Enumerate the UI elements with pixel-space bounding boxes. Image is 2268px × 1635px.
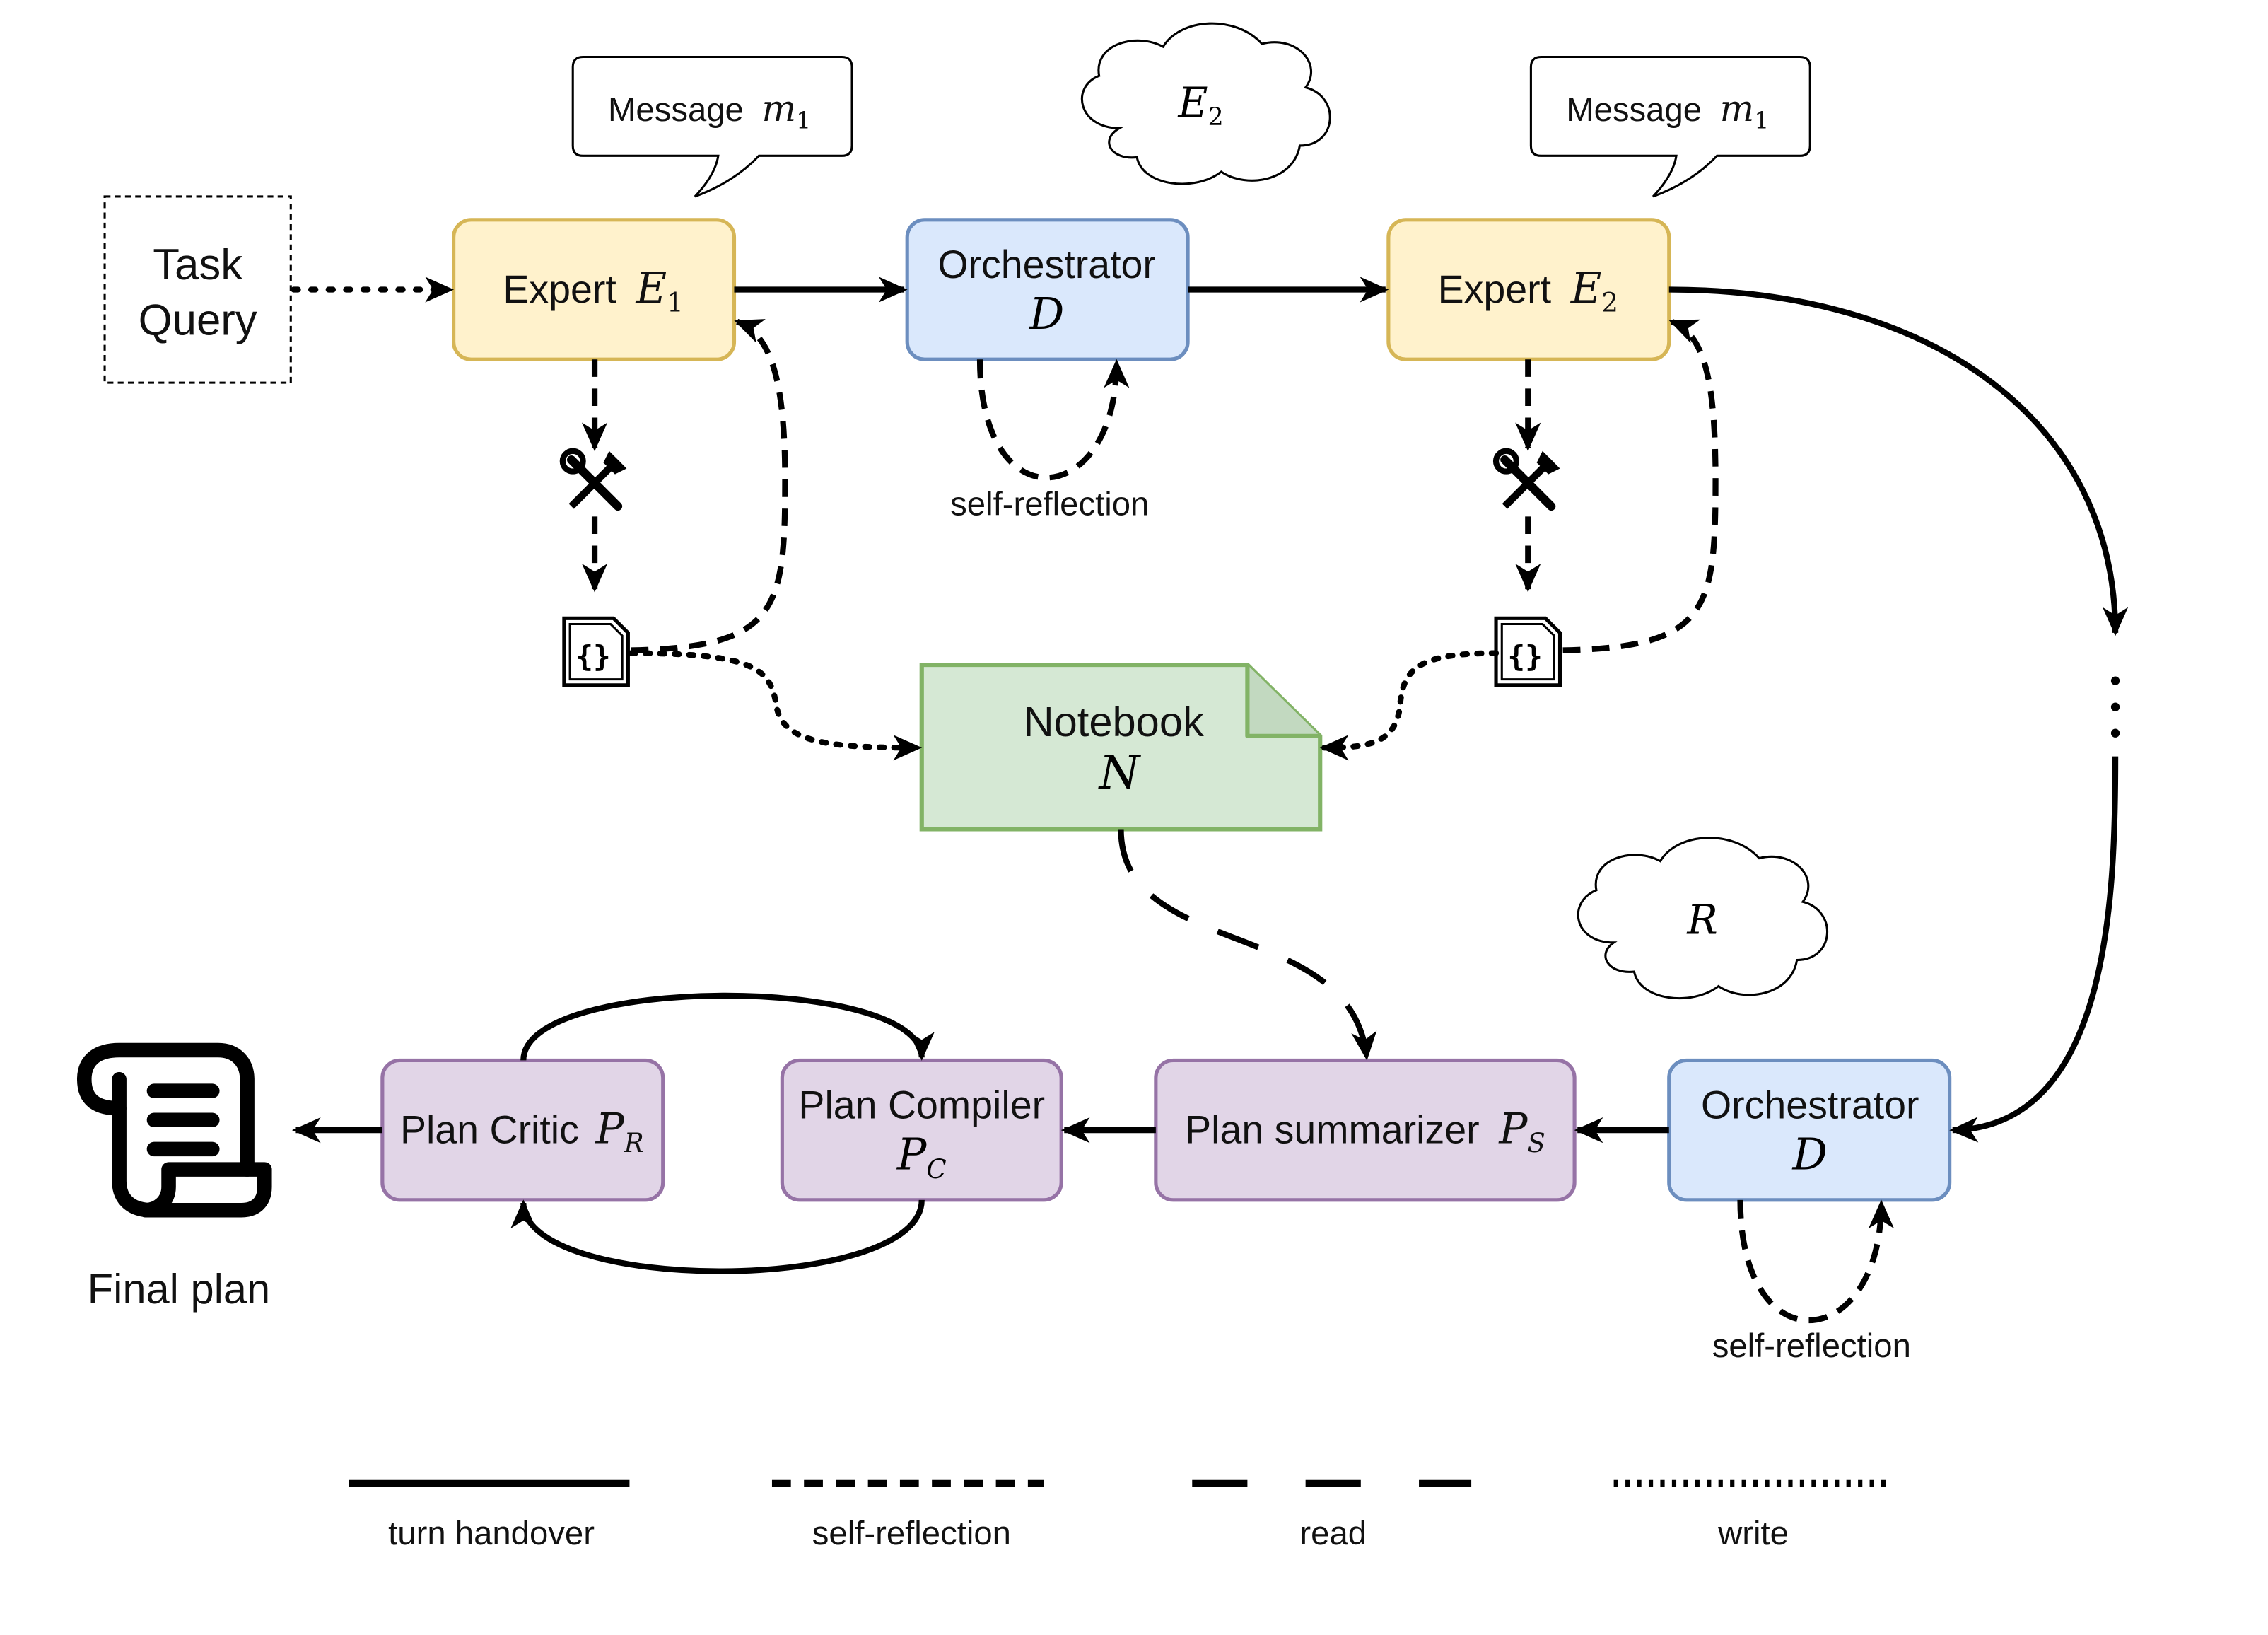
expert-e1-prefix: Expert [503,267,616,311]
message-1-prefix: Message [608,91,744,129]
notebook-var: N [1098,745,1142,800]
cloud-r: R [1577,837,1828,1000]
legend-label-turn-handover: turn handover [388,1515,595,1552]
plan-compiler-box: Plan Compiler PC [780,1058,1063,1202]
task-query-line1: Task [153,240,242,289]
notebook-title: Notebook [1024,698,1204,745]
svg-text:E2: E2 [1177,79,1223,132]
plan-compiler-var: P [896,1129,928,1180]
plan-critic-var: P [595,1105,625,1154]
arrow-json1-to-notebook [628,650,923,761]
plan-critic-prefix: Plan Critic [400,1108,579,1152]
legend-label-read: read [1299,1515,1367,1552]
arrow-json2-to-expert2 [1562,318,1719,653]
expert-e1-var: E [636,264,667,313]
plan-compiler-title: Plan Compiler [798,1083,1045,1127]
cloud-e2-sub: 2 [1208,103,1223,132]
arrow-json1-to-expert1 [631,318,788,653]
cloud-e2-var: E [1177,79,1208,127]
svg-text:Message m1: Message m1 [608,88,811,134]
continuation-ellipsis [2110,676,2120,738]
scroll-icon [76,1042,272,1218]
expert-e2-var: E [1570,264,1602,313]
svg-text:Message m1: Message m1 [1566,88,1769,134]
svg-text:{}: {} [1507,639,1543,673]
expert-e2-sub: 2 [1601,287,1618,318]
svg-text:Expert E1: Expert E1 [503,264,683,318]
plan-critic-sub: R [624,1128,644,1158]
legend-label-write: write [1717,1515,1789,1552]
message-2-prefix: Message [1566,91,1702,129]
plan-critic-box: Plan Critic PR [380,1058,665,1202]
speech-bubble-icon [571,55,853,198]
task-query-box: Task Query [103,195,292,384]
speech-bubble-icon [1529,55,1811,198]
final-plan-label: Final plan [88,1265,271,1313]
plan-summarizer-sub: S [1527,1128,1545,1158]
message-bubble-2: Message m1 [1529,55,1811,198]
arrow-json2-to-notebook [1319,650,1500,761]
orchestrator-bottom-title: Orchestrator [1701,1083,1919,1127]
svg-text:Plan Critic PR: Plan Critic PR [400,1105,644,1158]
arrow-notebook-to-summarizer [1118,829,1377,1061]
notebook-box: Notebook N [919,662,1323,832]
plan-compiler-sub: C [926,1154,946,1185]
orchestrator-bottom-var: D [1791,1129,1827,1180]
tools-icon [559,448,627,511]
orchestrator-top-title: Orchestrator [937,243,1156,286]
expert-e2-box: Expert E2 [1386,218,1671,361]
arrow-self-reflection-top [976,359,1130,481]
connectors [291,277,2129,1324]
message-bubble-1: Message m1 [571,55,853,198]
arrow-critic-to-compiler [520,992,935,1061]
svg-text:Expert E2: Expert E2 [1438,264,1618,318]
expert-e1-box: Expert E1 [452,218,737,361]
expert-e1-sub: 1 [667,287,684,318]
svg-text:R: R [1686,897,1717,944]
arrow-continuation-to-orchestrator [1949,756,2119,1143]
plan-summarizer-var: P [1498,1105,1528,1154]
message-2-sub: 1 [1754,106,1769,134]
arrow-expert2-down [1668,286,2129,636]
cloud-e2: E2 [1080,22,1331,185]
svg-text:Plan summarizer PS: Plan summarizer PS [1185,1105,1545,1158]
task-query-line2: Query [139,296,257,344]
expert-e2-prefix: Expert [1438,267,1552,311]
orchestrator-top-var: D [1029,289,1064,339]
plan-summarizer-prefix: Plan summarizer [1185,1108,1479,1152]
svg-text:{}: {} [575,639,610,673]
cloud-r-var: R [1686,897,1717,944]
arrow-self-reflection-bottom [1737,1199,1895,1324]
plan-summarizer-box: Plan summarizer PS [1154,1058,1577,1202]
legend-label-self-reflection: self-reflection [812,1515,1011,1552]
tools-icon [1492,448,1560,511]
self-reflection-label-bottom: self-reflection [1712,1327,1911,1365]
arrow-compiler-to-critic [510,1199,925,1274]
orchestrator-top-box: Orchestrator D [905,218,1190,361]
orchestrator-bottom-box: Orchestrator D [1667,1058,1952,1202]
message-2-var: m [1720,88,1755,130]
self-reflection-label-top: self-reflection [950,485,1149,523]
svg-text:PC: PC [896,1129,947,1185]
cloud-icon [1577,837,1828,1000]
json-file-icon: {} [562,616,630,687]
message-1-var: m [761,88,796,130]
message-1-sub: 1 [796,106,811,134]
cloud-icon [1080,22,1331,185]
json-file-icon: {} [1494,616,1562,687]
